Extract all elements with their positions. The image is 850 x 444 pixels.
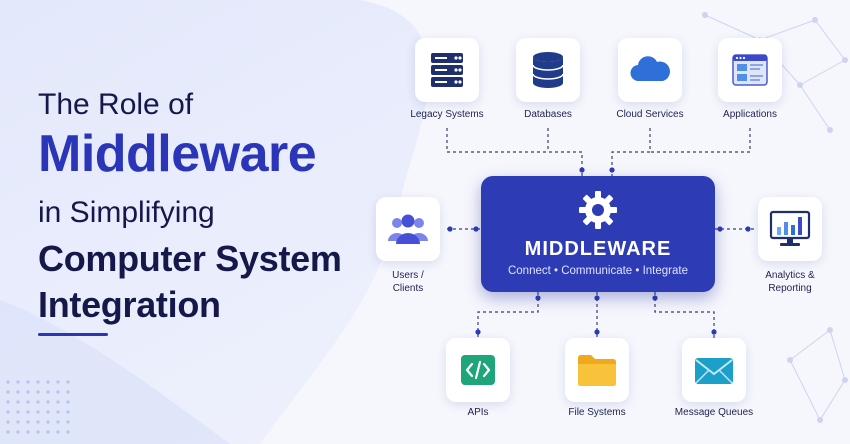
title-line-5: Integration (38, 284, 221, 325)
node-label-users-line2: Clients (392, 283, 424, 294)
database-icon (532, 52, 564, 88)
connector-apis (477, 292, 539, 338)
node-label-message-queues: Message Queues (674, 407, 754, 418)
node-file-systems (565, 338, 629, 402)
connector-applications (650, 128, 751, 153)
node-label-applications: Applications (723, 109, 777, 120)
middleware-title: MIDDLEWARE (524, 238, 672, 260)
title-highlight: Middleware (38, 125, 317, 183)
middleware-box: MIDDLEWARE Connect • Communicate • Integ… (481, 176, 715, 292)
title-line-1: The Role of (38, 88, 194, 121)
node-databases (516, 38, 580, 102)
cloud-icon (630, 56, 670, 82)
folder-icon (578, 355, 616, 386)
node-label-analytics-line2: Reporting (768, 283, 812, 294)
title-underline (38, 333, 108, 336)
users-icon (388, 214, 428, 244)
connector-queues (654, 292, 715, 338)
title-line-4: Computer System (38, 238, 342, 279)
node-label-databases: Databases (524, 109, 572, 120)
node-label-analytics-reporting: Analytics & Reporting (735, 269, 845, 295)
node-analytics-reporting (758, 197, 822, 261)
gear-icon (579, 191, 617, 229)
node-label-cloud-services: Cloud Services (616, 109, 684, 120)
node-label-analytics-line1: Analytics & (765, 270, 815, 281)
node-label-users-line1: Users / (392, 270, 424, 281)
envelope-icon (695, 358, 733, 384)
node-applications (718, 38, 782, 102)
node-label-file-systems: File Systems (568, 407, 626, 418)
node-legacy-systems (415, 38, 479, 102)
node-label-legacy-systems: Legacy Systems (410, 109, 484, 120)
node-message-queues (682, 338, 746, 402)
node-apis (446, 338, 510, 402)
browser-window-icon (732, 54, 768, 86)
bar-chart-monitor-icon (769, 210, 811, 246)
dot-grid-decoration (6, 380, 70, 434)
server-icon (431, 53, 463, 87)
connector-dots (447, 167, 751, 335)
code-brackets-icon (461, 355, 495, 385)
node-label-users-clients: Users / Clients (353, 269, 463, 295)
middleware-subtitle: Connect • Communicate • Integrate (507, 265, 688, 277)
node-label-apis: APIs (467, 407, 489, 418)
node-users-clients (376, 197, 440, 261)
title-line-3: in Simplifying (38, 196, 215, 229)
connector-cloud (611, 128, 651, 176)
node-cloud-services (618, 38, 682, 102)
connector-legacy (446, 128, 583, 176)
